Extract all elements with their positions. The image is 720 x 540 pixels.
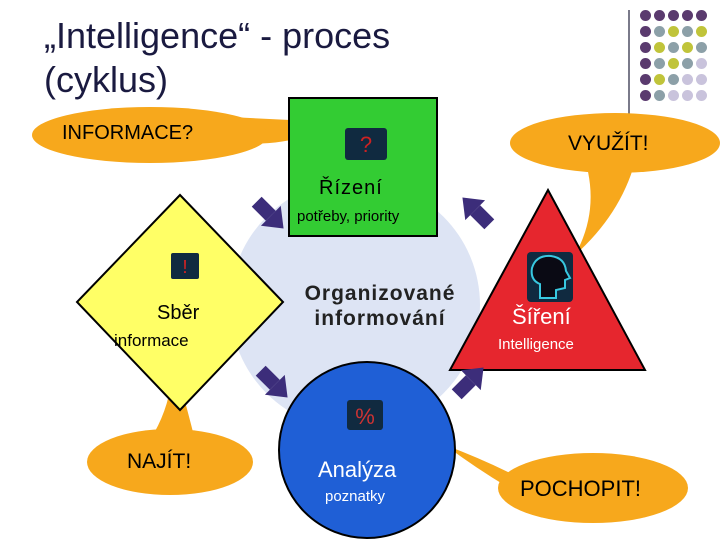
callout-vyuzit xyxy=(510,113,720,255)
decorative-dot xyxy=(654,42,665,53)
callout-pochopit-label: POCHOPIT! xyxy=(520,476,642,501)
head-icon xyxy=(527,252,573,302)
decorative-dot xyxy=(668,58,679,69)
question-mark-icon: ? xyxy=(345,128,387,160)
decorative-dot xyxy=(640,26,651,37)
decorative-dot xyxy=(696,58,707,69)
decorative-dot-grid xyxy=(640,10,712,110)
callout-najit-label: NAJÍT! xyxy=(127,450,192,473)
exclamation-icon: ! xyxy=(171,253,199,279)
decorative-dot xyxy=(682,42,693,53)
node-analyza-subtitle: poznatky xyxy=(325,488,386,505)
decorative-dot xyxy=(668,10,679,21)
node-analyza-title: Analýza xyxy=(318,457,397,482)
node-sber-diamond xyxy=(75,193,285,412)
node-sber-subtitle: informace xyxy=(114,331,189,350)
decorative-dot xyxy=(668,26,679,37)
slide-title: „Intelligence“ - proces (cyklus) xyxy=(44,14,390,102)
decorative-dot xyxy=(696,90,707,101)
center-label-line-2: informování xyxy=(314,307,446,330)
decorative-dot xyxy=(668,74,679,85)
node-rizeni-title: Řízení xyxy=(319,177,383,199)
decorative-dot xyxy=(696,26,707,37)
arrow-sireni-to-rizeni xyxy=(462,197,495,230)
decorative-dot xyxy=(640,74,651,85)
decorative-dot xyxy=(640,10,651,21)
callout-pochopit xyxy=(445,445,688,523)
svg-text:!: ! xyxy=(182,257,187,277)
node-sireni-subtitle: Intelligence xyxy=(498,336,574,353)
center-label-line-1: Organizované xyxy=(304,282,456,305)
decorative-dot xyxy=(696,74,707,85)
decorative-dot xyxy=(682,10,693,21)
decorative-dot xyxy=(640,58,651,69)
node-rizeni-subtitle: potřeby, priority xyxy=(297,208,400,225)
decorative-dot xyxy=(654,58,665,69)
decorative-dot xyxy=(696,42,707,53)
decorative-dot xyxy=(682,90,693,101)
node-sber-title: Sběr xyxy=(157,302,200,324)
decorative-dot xyxy=(654,10,665,21)
decorative-dot xyxy=(654,26,665,37)
callout-vyuzit-label: VYUŽÍT! xyxy=(568,132,649,155)
callout-informace xyxy=(32,107,310,163)
callout-informace-label: INFORMACE? xyxy=(62,122,194,144)
svg-text:?: ? xyxy=(360,132,372,157)
decorative-dot xyxy=(682,58,693,69)
title-line-1: „Intelligence“ - proces xyxy=(44,15,391,56)
node-sireni-title: Šíření xyxy=(512,304,571,329)
decorative-dot xyxy=(640,90,651,101)
arrow-sber-to-analyza xyxy=(255,365,288,398)
decorative-divider xyxy=(628,10,630,120)
decorative-dot xyxy=(668,90,679,101)
decorative-dot xyxy=(654,74,665,85)
center-label: Organizované informování xyxy=(280,281,480,331)
svg-text:%: % xyxy=(355,404,375,429)
decorative-dot xyxy=(654,90,665,101)
arrow-analyza-to-sireni xyxy=(451,367,484,400)
arrow-rizeni-to-sber xyxy=(251,196,284,229)
percent-icon: % xyxy=(347,400,383,430)
center-circle xyxy=(230,180,480,430)
title-line-2: (cyklus) xyxy=(44,59,168,100)
decorative-dot xyxy=(668,42,679,53)
decorative-dot xyxy=(640,42,651,53)
node-analyza-circle xyxy=(278,361,456,539)
decorative-dot xyxy=(682,74,693,85)
decorative-dot xyxy=(682,26,693,37)
node-rizeni-square xyxy=(288,97,438,237)
decorative-dot xyxy=(696,10,707,21)
